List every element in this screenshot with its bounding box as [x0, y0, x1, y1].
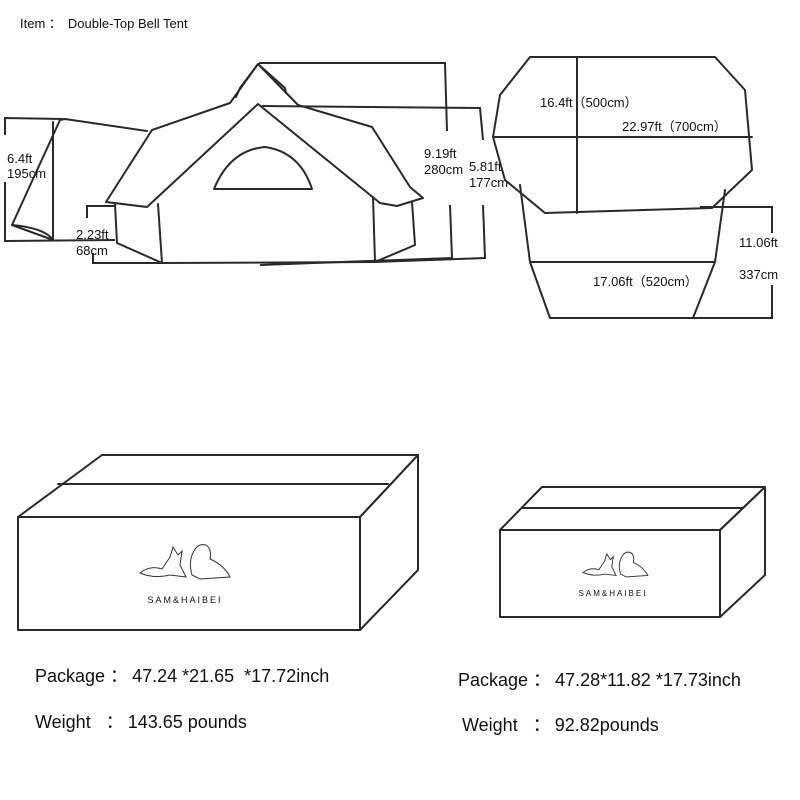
brand-name: SAM&HAIBEI [147, 595, 222, 605]
brand-logo-dogs [139, 544, 231, 580]
brand-logo-dogs [582, 551, 649, 578]
inner-height-cm: 177cm [469, 175, 508, 190]
vestibule-height-ft: 6.4ft [7, 151, 33, 166]
vestibule-height-cm: 195cm [7, 166, 46, 181]
package-dims-small: Package ：47.28*11.82 *17.73inch [458, 670, 741, 690]
inner-length: 17.06ft（520cm） [593, 274, 698, 289]
tent-top-view: 16.4ft（500cm） 22.97ft（700cm） 17.06ft（520… [492, 56, 778, 319]
package-box-small: SAM&HAIBEI [499, 486, 766, 618]
wall-height-ft: 2.23ft [76, 227, 109, 242]
weight-small: Weight ：92.82pounds [462, 715, 659, 735]
total-height-cm: 280cm [424, 162, 463, 177]
weight-large: Weight ：143.65 pounds [35, 712, 247, 732]
tent-side-view: 6.4ft 195cm 2.23ft 68cm 9.19ft 280cm 5.8… [4, 62, 508, 266]
tent-window [213, 146, 313, 190]
depth-cm: 337cm [739, 267, 778, 282]
depth-ft: 11.06ft [739, 235, 778, 250]
top-length: 22.97ft（700cm） [622, 119, 727, 134]
package-box-large: SAM&HAIBEI [17, 454, 419, 631]
item-title: Item ：Double-Top Bell Tent [20, 16, 188, 31]
inner-height-ft: 5.81ft [469, 159, 502, 174]
top-width: 16.4ft（500cm） [540, 95, 638, 110]
brand-name: SAM&HAIBEI [579, 589, 648, 598]
total-height-ft: 9.19ft [424, 146, 457, 161]
package-dims-large: Package ：47.24 *21.65 *17.72inch [35, 666, 329, 686]
wall-height-cm: 68cm [76, 243, 108, 258]
